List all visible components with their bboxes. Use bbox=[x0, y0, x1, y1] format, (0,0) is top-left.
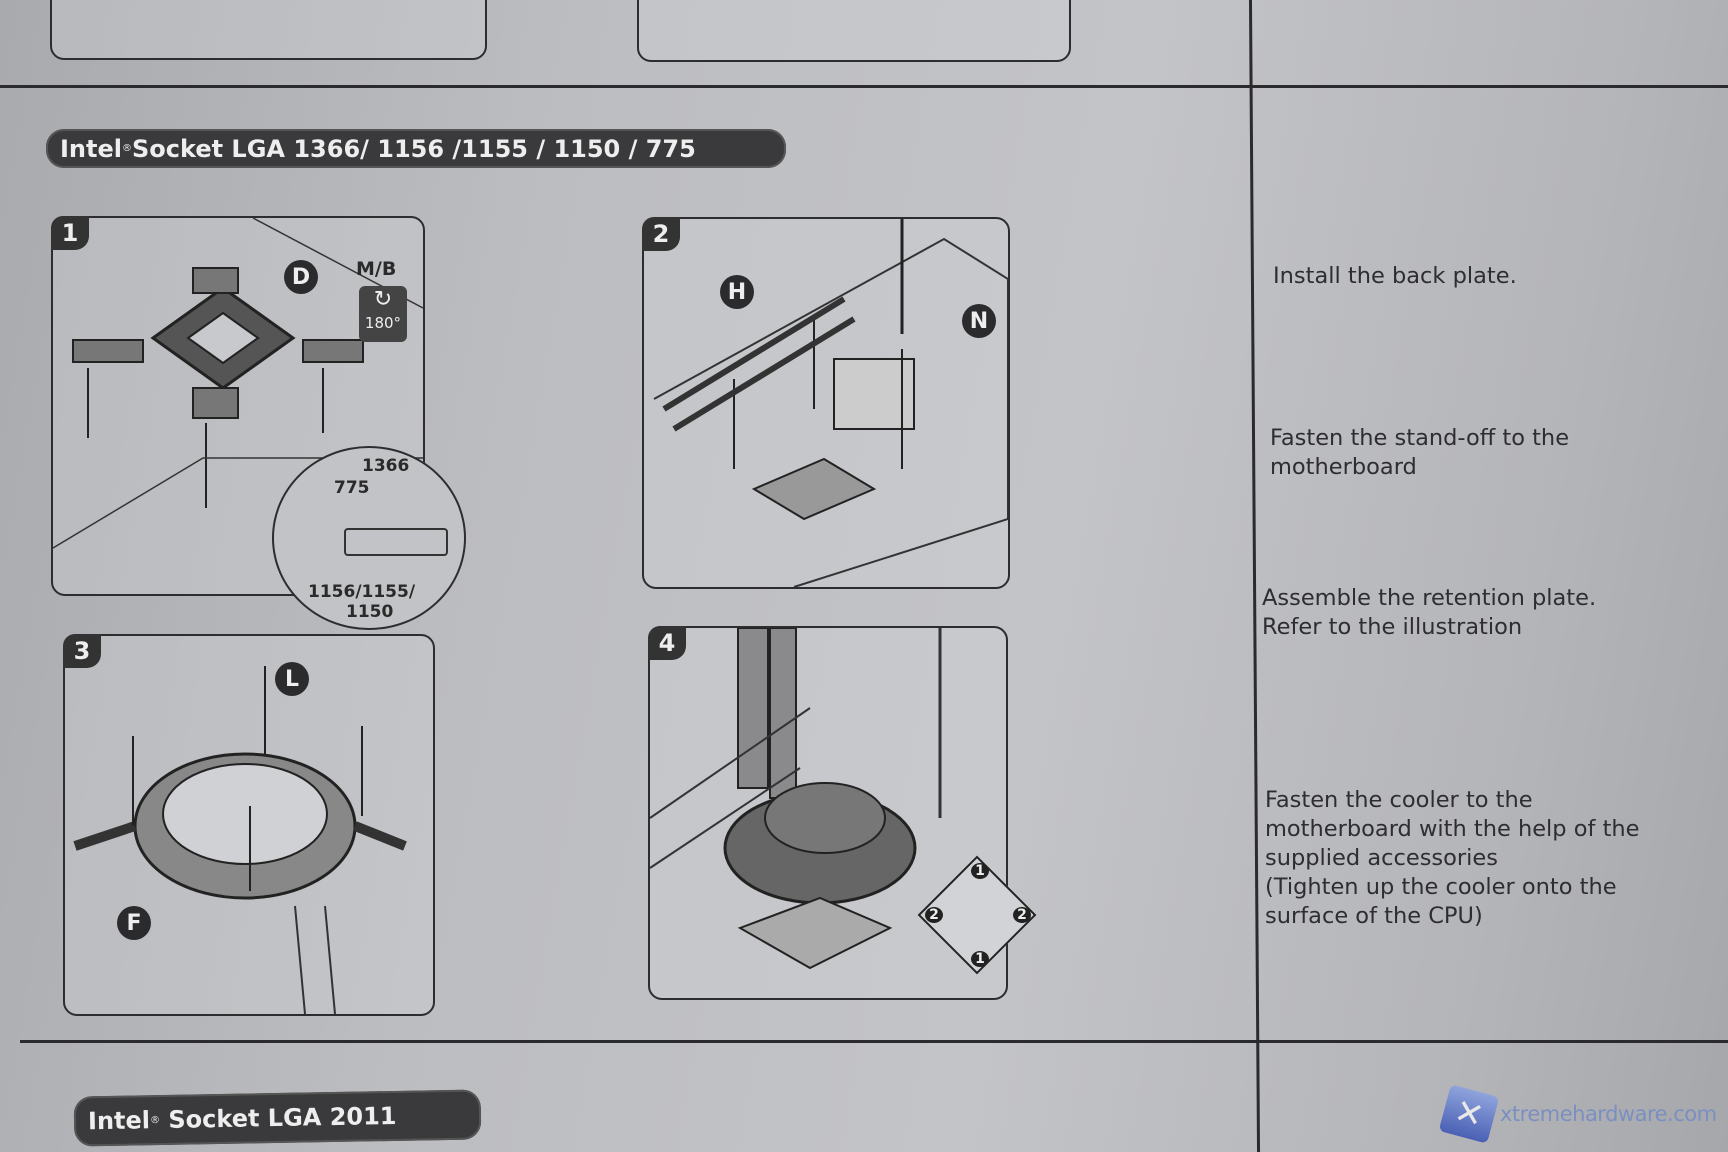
instruction-line: surface of the CPU) bbox=[1265, 903, 1483, 929]
backplate-drawing bbox=[53, 218, 424, 549]
motherboard-drawing bbox=[653, 219, 1008, 587]
socket-detail-magnifier: 1366 775 1156/1155/ 1150 bbox=[272, 446, 466, 630]
callout-n: N bbox=[962, 304, 996, 338]
instruction-line: supplied accessories bbox=[1265, 845, 1498, 871]
mb-label: M/B bbox=[356, 258, 397, 280]
callout-d: D bbox=[284, 260, 318, 294]
rotate-180-icon: ↻180° bbox=[359, 286, 407, 342]
step-2-illustration: 2 H N bbox=[642, 217, 1010, 589]
callout-h: H bbox=[720, 275, 754, 309]
order-2-left: 2 bbox=[925, 907, 943, 923]
step-number: 2 bbox=[642, 217, 680, 251]
watermark: ✕ xtremehardware.com bbox=[1438, 1084, 1717, 1144]
step-1-illustration: 1 D M/B ↻180° bbox=[51, 216, 425, 596]
header-text: Socket LGA 2011 bbox=[168, 1101, 397, 1134]
instruction-line: Assemble the retention plate. bbox=[1262, 585, 1597, 611]
socket-1150-label: 1150 bbox=[346, 602, 394, 622]
divider-bottom bbox=[20, 1040, 1728, 1043]
socket-1156-label: 1156/1155/ bbox=[308, 582, 416, 602]
header-brand: Intel bbox=[60, 134, 122, 163]
instruction-step-2: Fasten the stand-off to the motherboard bbox=[1270, 424, 1569, 482]
previous-panel-right bbox=[637, 0, 1071, 62]
watermark-text: xtremehardware.com bbox=[1500, 1102, 1717, 1126]
previous-panel-left bbox=[50, 0, 487, 60]
section-header-lga2011: Intel® Socket LGA 2011 bbox=[73, 1089, 482, 1147]
socket-1366-label: 1366 bbox=[362, 456, 410, 476]
instruction-line: Fasten the stand-off to the bbox=[1270, 425, 1570, 451]
order-2-right: 2 bbox=[1013, 907, 1031, 923]
step-number: 4 bbox=[648, 626, 686, 660]
header-brand: Intel bbox=[87, 1106, 151, 1136]
registered-mark: ® bbox=[122, 143, 132, 154]
step-3-illustration: 3 L F bbox=[63, 634, 435, 1016]
cooler-install-drawing bbox=[650, 628, 942, 970]
instruction-line: Fasten the cooler to the bbox=[1265, 787, 1533, 813]
order-1-top: 1 bbox=[971, 863, 989, 879]
instruction-step-3: Assemble the retention plate. Refer to t… bbox=[1262, 584, 1596, 642]
column-divider bbox=[1248, 0, 1261, 1152]
rotate-label: 180° bbox=[364, 314, 402, 332]
step-number: 3 bbox=[63, 634, 101, 668]
instruction-step-1: Install the back plate. bbox=[1273, 263, 1517, 289]
callout-l: L bbox=[275, 662, 309, 696]
socket-775-label: 775 bbox=[334, 478, 370, 498]
instruction-line: (Tighten up the cooler onto the bbox=[1265, 874, 1617, 900]
header-text: Socket LGA 1366/ 1156 /1155 / 1150 / 775 bbox=[132, 134, 696, 163]
step-number: 1 bbox=[51, 216, 89, 250]
x-logo-icon: ✕ bbox=[1438, 1084, 1500, 1144]
instruction-step-4: Fasten the cooler to the motherboard wit… bbox=[1265, 786, 1640, 931]
instruction-line: motherboard with the help of the bbox=[1265, 816, 1640, 842]
registered-mark: ® bbox=[149, 1114, 161, 1126]
retention-plate-drawing bbox=[73, 666, 407, 1014]
order-1-bottom: 1 bbox=[971, 951, 989, 967]
instruction-line: motherboard bbox=[1270, 454, 1417, 480]
step-4-illustration: 4 1 2 2 1 bbox=[648, 626, 1037, 1000]
instruction-line: Refer to the illustration bbox=[1262, 614, 1523, 640]
section-header-lga1366: Intel® Socket LGA 1366/ 1156 /1155 / 115… bbox=[46, 129, 786, 168]
divider-top bbox=[0, 85, 1728, 88]
callout-f: F bbox=[117, 906, 151, 940]
